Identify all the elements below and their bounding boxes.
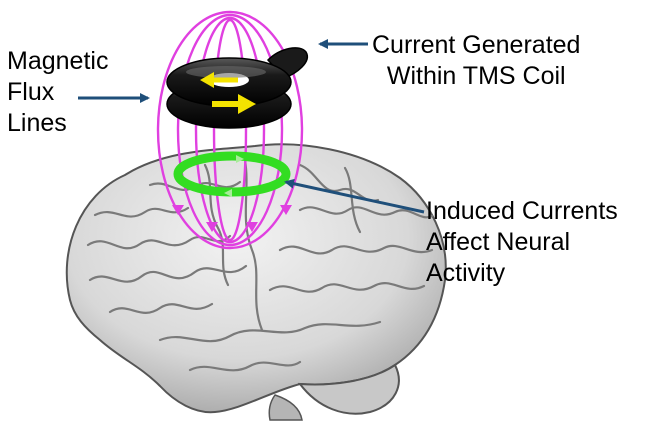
label-line: Current Generated [372, 31, 581, 59]
label-line: Flux [7, 78, 55, 106]
label-line: Induced Currents [426, 197, 618, 225]
brain-stem [268, 394, 303, 421]
tms-coil-current-label: Current Generated Within TMS Coil [372, 30, 580, 92]
induced-pointer-arrow [284, 178, 425, 214]
induced-currents-label: Induced Currents Affect Neural Activity [426, 196, 618, 289]
brain-cerebellum [297, 363, 400, 415]
label-line: Magnetic [7, 47, 109, 75]
label-line: Affect Neural [426, 228, 571, 256]
magnetic-flux-lines-label: Magnetic Flux Lines [7, 46, 108, 139]
flux-arrowheads [172, 205, 292, 232]
magnetic-flux-lines [156, 10, 304, 250]
label-line: Within TMS Coil [386, 62, 566, 90]
tms-coil-icon [166, 47, 309, 129]
pointer-arrows [78, 39, 425, 214]
coil-current-arrows [200, 72, 256, 114]
induced-current-arrows [224, 155, 244, 197]
flux-loop [212, 18, 248, 242]
label-line: Activity [426, 259, 506, 287]
flux-loop [176, 13, 284, 247]
flux-loop [194, 16, 266, 244]
label-line: Lines [7, 109, 67, 137]
induced-current-ring-icon [173, 151, 291, 197]
flux-loop [156, 10, 304, 250]
